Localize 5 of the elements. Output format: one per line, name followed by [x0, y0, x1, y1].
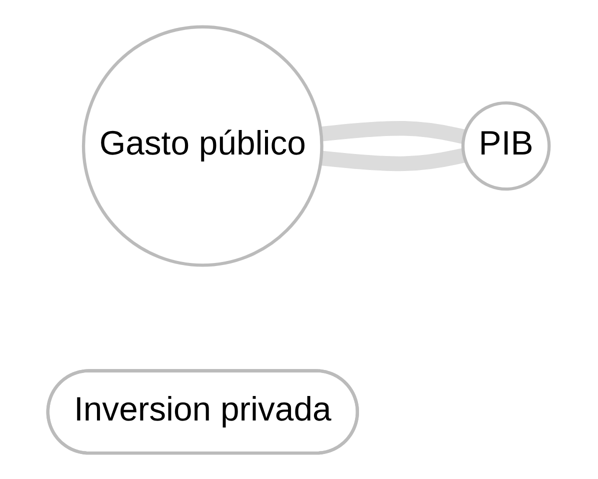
diagram: Gasto público Inversion privada PIB: [31, 10, 566, 470]
node-circle: [82, 24, 324, 266]
node-circle: [462, 100, 552, 190]
connector: [320, 120, 466, 144]
connector: [320, 148, 466, 171]
